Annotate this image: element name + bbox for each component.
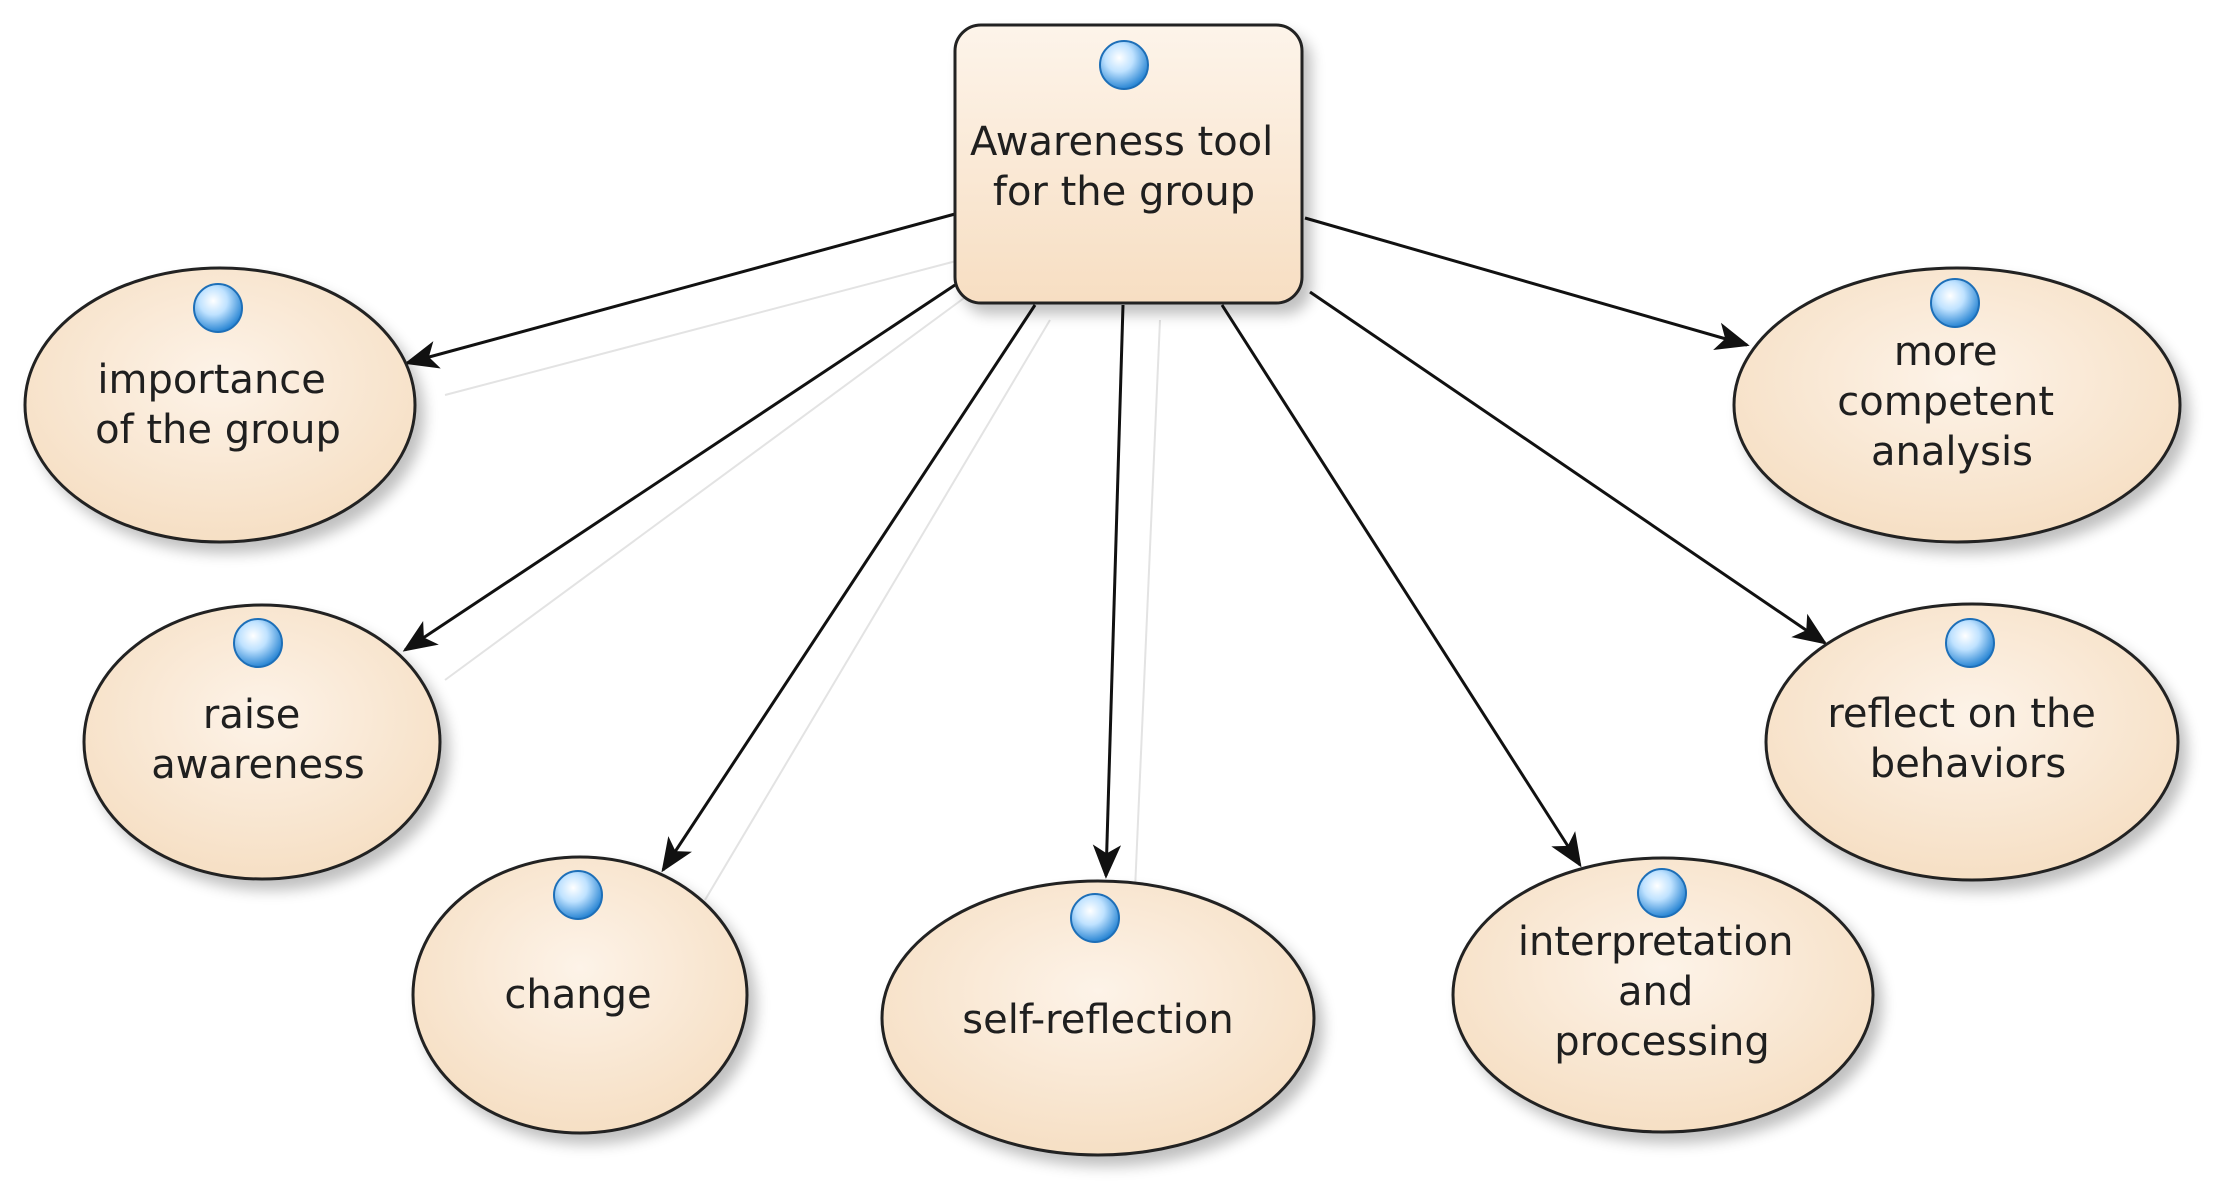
- edge-to-interpretation: [1220, 304, 1582, 868]
- node-interpretation-label: interpretation and processing: [1518, 919, 1806, 1065]
- label-line: interpretation: [1518, 919, 1794, 965]
- edge-to-self-reflection: [1092, 304, 1125, 879]
- node-change[interactable]: change: [411, 855, 749, 1135]
- node-importance-label: importance of the group: [95, 357, 341, 453]
- node-change-label: change: [504, 972, 651, 1018]
- edge-to-raise: [402, 283, 956, 652]
- blue-sphere-icon: [553, 870, 603, 920]
- edge-to-reflect: [1309, 290, 1828, 645]
- ghost-connectors: [444, 259, 1161, 901]
- node-self-reflection[interactable]: self-reflection: [880, 879, 1316, 1157]
- blue-sphere-icon: [1070, 893, 1120, 943]
- blue-sphere-icon: [193, 283, 243, 333]
- label-line: self-reflection: [962, 997, 1233, 1043]
- label-line: change: [504, 972, 651, 1018]
- label-line: and: [1618, 969, 1693, 1015]
- label-line: more: [1894, 329, 1998, 375]
- center-node-marker: [1099, 40, 1149, 90]
- blue-sphere-icon: [233, 618, 283, 668]
- blue-sphere-icon: [1099, 40, 1149, 90]
- label-line: processing: [1554, 1019, 1770, 1065]
- label-line: competent: [1837, 379, 2054, 425]
- label-line: of the group: [95, 407, 341, 453]
- node-reflect-behaviors[interactable]: reflect on the behaviors: [1764, 602, 2180, 882]
- label-line: awareness: [151, 742, 365, 788]
- label-line: reflect on the: [1827, 691, 2096, 737]
- node-interpretation[interactable]: interpretation and processing: [1451, 856, 1875, 1134]
- center-node-label: Awareness tool for the group: [970, 119, 1286, 215]
- center-line-1: Awareness tool: [970, 119, 1273, 165]
- edge-to-change: [661, 304, 1037, 873]
- edge-to-competent: [1304, 216, 1750, 351]
- center-node[interactable]: [953, 23, 1304, 305]
- label-line: analysis: [1871, 429, 2033, 475]
- edge-to-importance: [404, 212, 956, 369]
- node-raise-awareness-label: raise awareness: [151, 692, 365, 788]
- node-competent-analysis[interactable]: more competent analysis: [1732, 266, 2182, 544]
- node-raise-awareness[interactable]: raise awareness: [82, 603, 442, 881]
- node-self-reflection-label: self-reflection: [962, 997, 1233, 1043]
- blue-sphere-icon: [1637, 868, 1687, 918]
- edges: [402, 212, 1828, 879]
- label-line: raise: [203, 692, 301, 738]
- node-competent-analysis-label: more competent analysis: [1837, 329, 2066, 475]
- blue-sphere-icon: [1930, 278, 1980, 328]
- label-line: behaviors: [1870, 741, 2066, 787]
- node-importance[interactable]: importance of the group: [23, 266, 417, 544]
- center-line-2: for the group: [993, 169, 1255, 215]
- label-line: importance: [97, 357, 326, 403]
- node-reflect-behaviors-label: reflect on the behaviors: [1827, 691, 2108, 787]
- blue-sphere-icon: [1945, 618, 1995, 668]
